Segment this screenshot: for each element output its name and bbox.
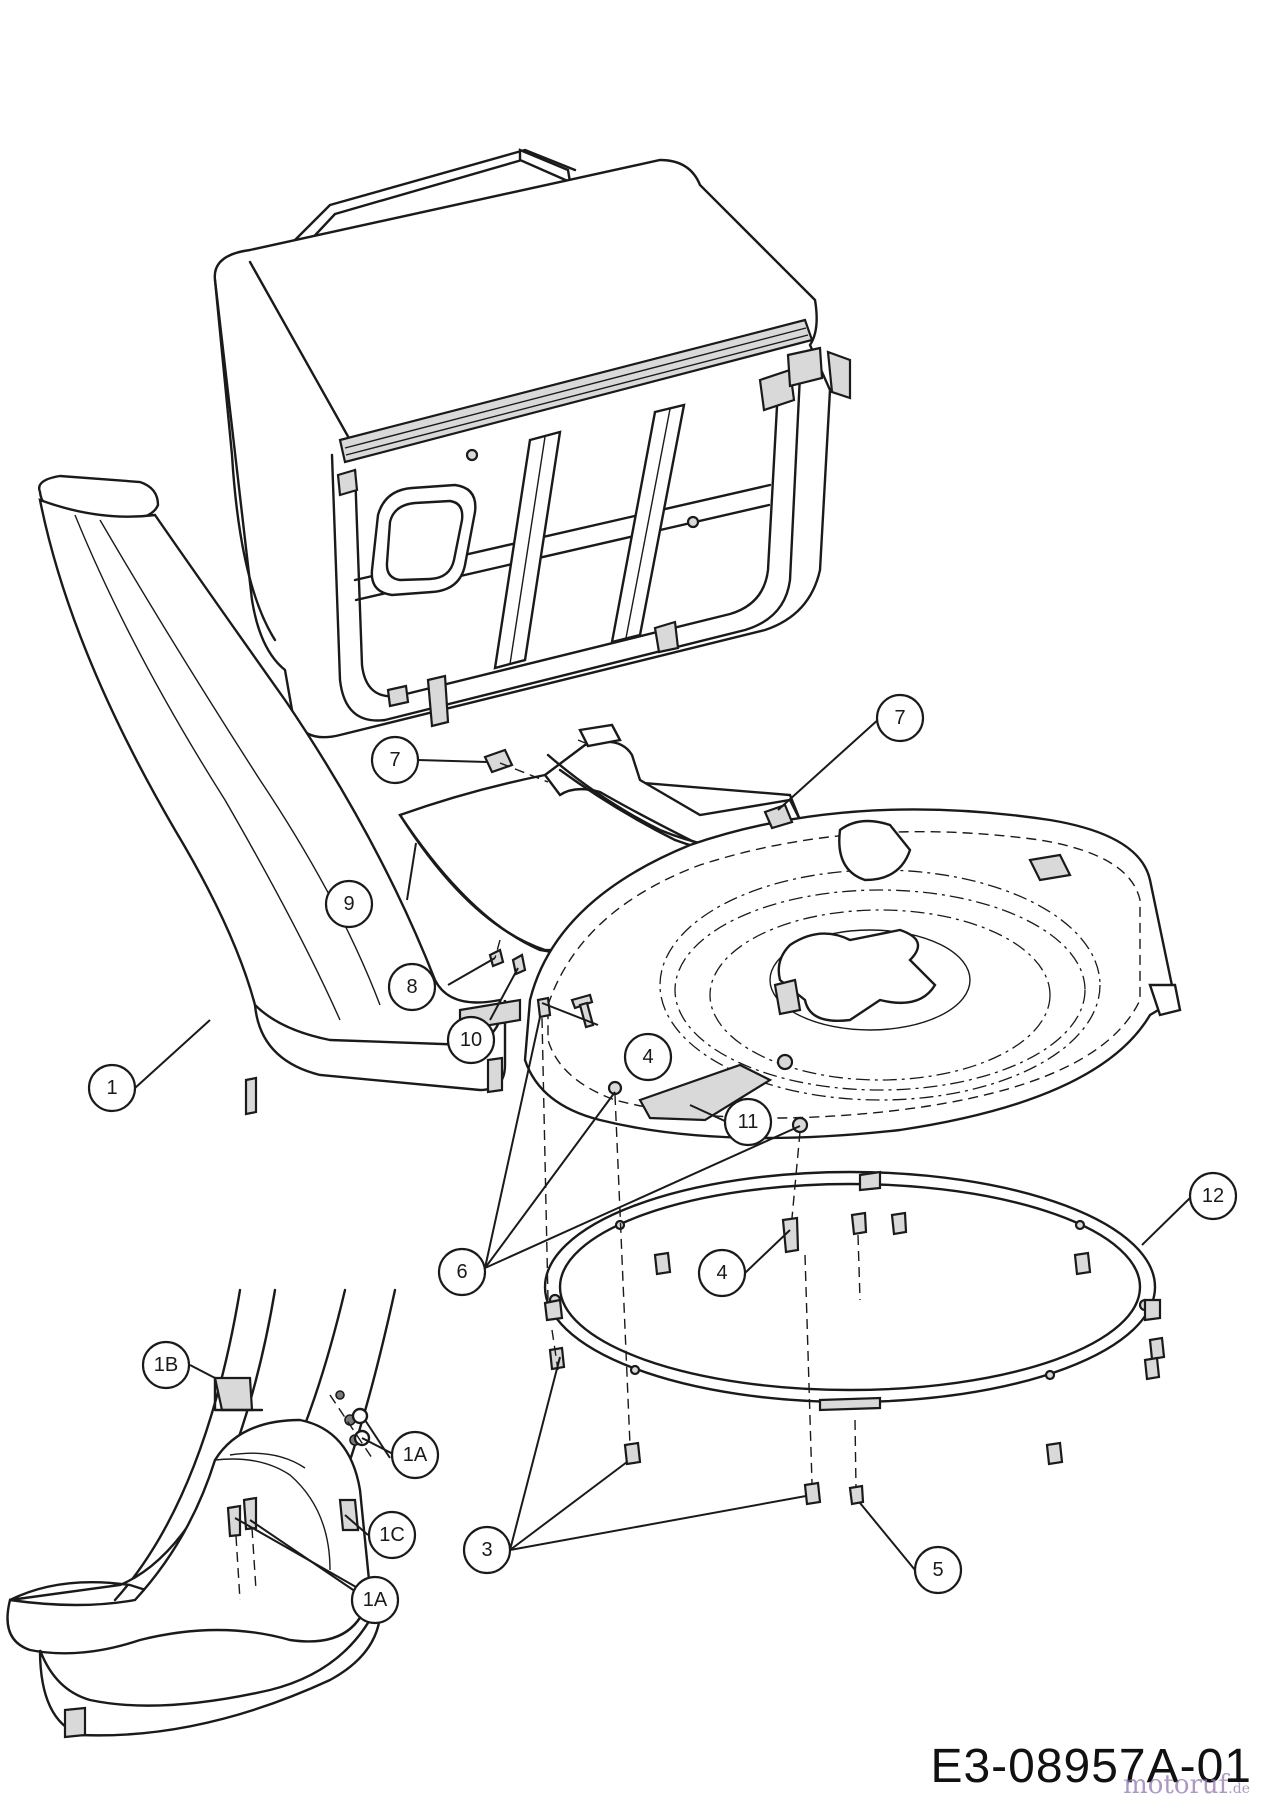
watermark-logo: motoruf.de (1123, 1770, 1250, 1800)
callout-1c: 1C (367, 1510, 417, 1560)
leader-lines (134, 717, 1191, 1599)
grass-bag (213, 148, 852, 739)
screw-1a-lower (226, 1496, 258, 1601)
callout-9: 9 (324, 879, 374, 929)
svg-text:1: 1 (106, 1077, 117, 1099)
assembly-lines (494, 762, 861, 1489)
svg-text:10: 10 (460, 1029, 482, 1051)
drawing-number: E3-08957A-01 (930, 1740, 1252, 1793)
callout-3: 3 (462, 1525, 512, 1575)
svg-text:7: 7 (389, 749, 400, 771)
svg-text:11: 11 (738, 1111, 759, 1133)
callout-11: 11 (723, 1097, 773, 1147)
svg-text:1A: 1A (363, 1589, 388, 1611)
svg-text:4: 4 (716, 1262, 727, 1284)
callout-6: 6 (437, 1247, 487, 1297)
baffle-11 (638, 1063, 773, 1122)
callout-1b: 1B (141, 1340, 191, 1390)
svg-text:12: 12 (1202, 1185, 1224, 1207)
callout-5: 5 (913, 1545, 963, 1595)
callout-7-left: 7 (370, 735, 420, 785)
svg-text:4: 4 (642, 1046, 653, 1068)
svg-text:9: 9 (343, 893, 354, 915)
nuts-1a-upper (329, 1390, 373, 1459)
callout-1a-lower: 1A (350, 1575, 400, 1625)
callout-10: 10 (446, 1015, 496, 1065)
svg-text:1C: 1C (379, 1524, 405, 1546)
callout-7-right: 7 (875, 693, 925, 743)
svg-text:7: 7 (894, 707, 905, 729)
svg-text:1B: 1B (154, 1354, 178, 1376)
deck-skirt-ring (543, 1170, 1162, 1412)
callout-4-lower: 4 (697, 1248, 747, 1298)
callout-4-upper: 4 (623, 1032, 673, 1082)
watermark-suffix: .de (1228, 1781, 1250, 1797)
tube-detail-view (6, 1288, 397, 1739)
svg-text:5: 5 (932, 1559, 943, 1581)
callouts: 1 1A 1A 1B 1C 3 4 4 5 6 7 7 8 9 10 11 12 (87, 693, 1238, 1625)
svg-text:1A: 1A (403, 1444, 428, 1466)
mower-deck (523, 808, 1182, 1140)
svg-text:6: 6 (456, 1261, 467, 1283)
fasteners (483, 748, 1166, 1506)
callout-12: 12 (1188, 1171, 1238, 1221)
callout-1: 1 (87, 1063, 137, 1113)
svg-text:3: 3 (481, 1539, 492, 1561)
watermark-brand: motoruf (1123, 1770, 1229, 1800)
callout-8: 8 (387, 962, 437, 1012)
callout-1a-upper: 1A (390, 1430, 440, 1480)
svg-text:8: 8 (406, 976, 417, 998)
